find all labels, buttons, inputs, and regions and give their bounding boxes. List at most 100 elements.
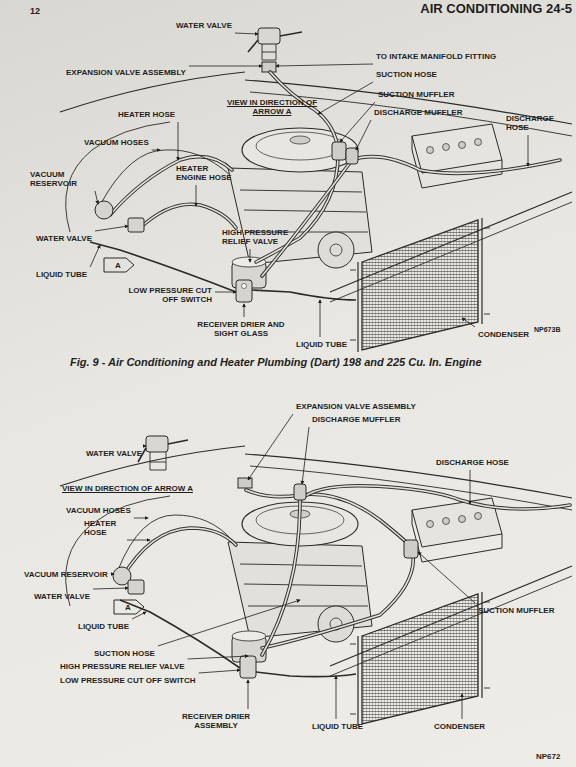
part-label: HIGH PRESSURE RELIEF VALVE bbox=[222, 228, 296, 246]
water-valve-inset bbox=[248, 28, 302, 60]
top-figure bbox=[60, 28, 572, 352]
water-valve-inset-stroke bbox=[150, 452, 166, 470]
leader-line bbox=[318, 82, 373, 114]
part-label: VIEW IN DIRECTION OF ARROW A bbox=[62, 484, 193, 493]
page-marker: NP672 bbox=[536, 752, 560, 761]
arrow-a bbox=[114, 600, 144, 614]
part-label: A bbox=[121, 603, 135, 612]
leader-line bbox=[152, 150, 160, 151]
bottom-figure-stroke bbox=[122, 528, 236, 578]
part-label: HEATER HOSE bbox=[118, 110, 175, 119]
water-valve-inset bbox=[138, 436, 188, 470]
figure-caption: Fig. 9 - Air Conditioning and Heater Plu… bbox=[70, 356, 482, 368]
water-valve bbox=[128, 580, 144, 594]
part-label: SUCTION MUFFLER bbox=[478, 606, 554, 615]
leader-line bbox=[134, 518, 148, 519]
leader-line bbox=[188, 656, 248, 659]
part-label: LOW PRESSURE CUT OFF SWITCH bbox=[60, 676, 196, 685]
suction-muffler bbox=[404, 540, 418, 558]
suction-muffler bbox=[332, 142, 346, 160]
part-label: SUCTION HOSE bbox=[376, 70, 437, 79]
top-figure-stroke bbox=[262, 157, 560, 276]
bottom-figure-stroke bbox=[262, 486, 570, 655]
part-label: DISCHARGE HOSE bbox=[506, 114, 566, 132]
part-label: RECEIVER DRIER ASSEMBLY bbox=[176, 712, 256, 730]
part-label: WATER VALVE bbox=[34, 592, 90, 601]
part-label: VACUUM RESERVOIR bbox=[30, 170, 92, 188]
leader-line bbox=[215, 292, 236, 293]
bottom-figure bbox=[60, 436, 572, 726]
leader-line bbox=[132, 612, 146, 619]
bottom-figure-stroke bbox=[246, 490, 413, 648]
part-label: CONDENSER bbox=[434, 722, 485, 731]
leader-line bbox=[145, 446, 146, 447]
leader-line bbox=[320, 300, 321, 337]
top-figure-stroke bbox=[60, 72, 572, 352]
leader-lines bbox=[90, 33, 528, 719]
expansion-valve bbox=[262, 62, 276, 72]
bottom-figure-stroke bbox=[262, 486, 570, 655]
leader-line bbox=[462, 694, 463, 719]
part-label: EXPANSION VALVE ASSEMBLY bbox=[296, 402, 416, 411]
top-figure-stroke bbox=[262, 157, 560, 276]
part-label: HEATER ENGINE HOSE bbox=[176, 164, 238, 182]
part-label: DISCHARGE HOSE bbox=[436, 458, 509, 467]
leader-line bbox=[248, 414, 293, 480]
part-label: LOW PRESSURE CUT OFF SWITCH bbox=[120, 286, 212, 304]
part-label: LIQUID TUBE bbox=[36, 270, 87, 279]
part-label: LIQUID TUBE bbox=[312, 722, 363, 731]
water-valve-inset-stroke bbox=[262, 44, 276, 60]
leader-line bbox=[189, 66, 262, 67]
leader-line bbox=[276, 64, 373, 66]
part-label: EXPANSION VALVE ASSEMBLY bbox=[66, 68, 186, 77]
leader-line bbox=[235, 33, 258, 34]
part-label: HEATER HOSE bbox=[84, 519, 124, 537]
leader-line bbox=[158, 600, 300, 646]
part-label: RECEIVER DRIER AND SIGHT GLASS bbox=[186, 320, 296, 338]
part-label: VACUUM HOSES bbox=[84, 138, 149, 147]
expansion-valve bbox=[238, 478, 252, 488]
water-valve-inset-stroke bbox=[248, 32, 302, 52]
leader-line bbox=[111, 574, 114, 575]
leader-line bbox=[244, 304, 245, 317]
leader-line bbox=[127, 540, 150, 541]
receiver-drier bbox=[236, 280, 252, 302]
leader-line bbox=[196, 185, 197, 206]
arrow-a bbox=[104, 258, 134, 272]
water-valve bbox=[128, 218, 144, 232]
leader-line bbox=[250, 249, 251, 262]
page-marker: 12 bbox=[30, 6, 40, 16]
top-figure-stroke bbox=[140, 204, 236, 228]
discharge-muffler bbox=[294, 484, 306, 500]
leader-line bbox=[302, 427, 309, 484]
top-figure-stroke bbox=[140, 204, 236, 228]
bottom-figure-stroke bbox=[122, 528, 236, 578]
leader-line bbox=[95, 226, 128, 231]
part-label: HIGH PRESSURE RELIEF VALVE bbox=[60, 662, 185, 671]
leader-line bbox=[90, 245, 100, 267]
part-label: WATER VALVE bbox=[36, 234, 92, 243]
bottom-figure-stroke bbox=[246, 490, 413, 648]
page-marker: AIR CONDITIONING 24-5 bbox=[420, 2, 572, 16]
part-label: A bbox=[111, 261, 125, 270]
part-label: LIQUID TUBE bbox=[296, 340, 347, 349]
discharge-muffler bbox=[346, 148, 358, 164]
part-label: SUCTION MUFFLER bbox=[378, 90, 454, 99]
page-marker: NP673B bbox=[534, 326, 560, 334]
part-label: VACUUM HOSES bbox=[66, 506, 131, 515]
leader-line bbox=[178, 122, 179, 160]
part-label: TO INTAKE MANIFOLD FITTING bbox=[376, 52, 496, 61]
leader-line bbox=[356, 120, 371, 150]
water-valve-inset-stroke bbox=[258, 28, 280, 44]
leader-line bbox=[462, 318, 475, 327]
leader-line bbox=[248, 680, 249, 709]
part-label: VIEW IN DIRECTION OF ARROW A bbox=[226, 98, 318, 116]
part-label: VACUUM RESERVOIR bbox=[24, 570, 108, 579]
expansion-valve-stroke bbox=[262, 62, 276, 72]
part-label: LIQUID TUBE bbox=[78, 622, 129, 631]
part-label: WATER VALVE bbox=[176, 21, 232, 30]
part-label: DISCHARGE MUFFLER bbox=[374, 108, 462, 117]
part-label: SUCTION HOSE bbox=[94, 649, 155, 658]
